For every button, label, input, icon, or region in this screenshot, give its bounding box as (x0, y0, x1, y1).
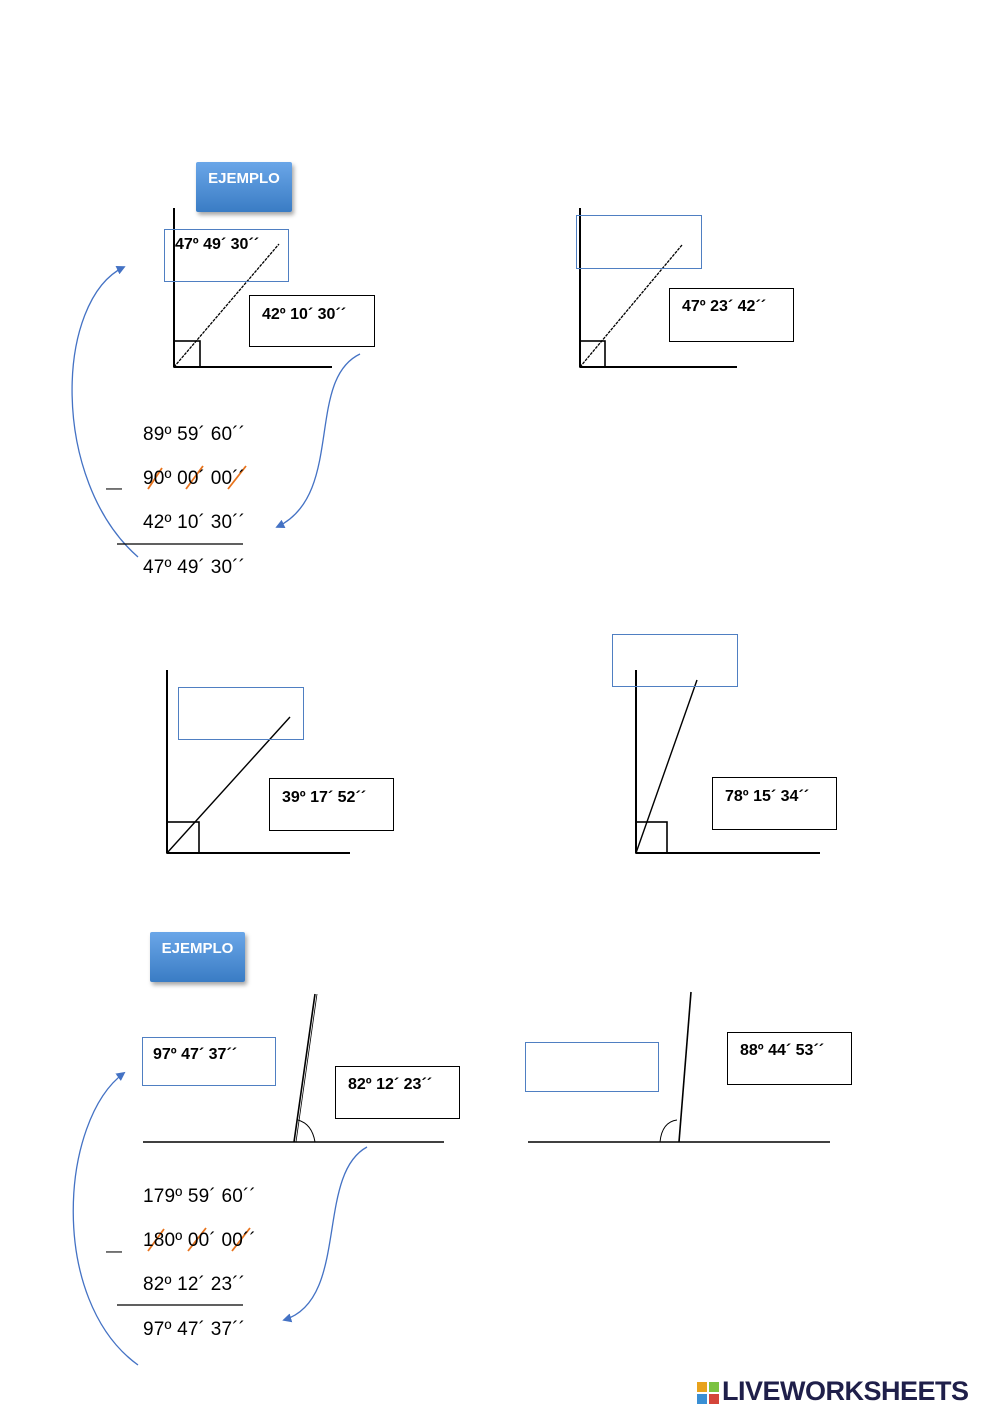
right-angle-figure-2 (579, 208, 737, 368)
calc2-line-minuend: 180º 00´ 00´´ (143, 1230, 257, 1251)
example2-arrow-left (72, 1071, 139, 1366)
strike-marks-2 (147, 1227, 251, 1252)
calc-line-minuend: 90º 00´ 00´´ (143, 468, 246, 489)
right-angle-figure-4 (635, 670, 820, 854)
example-given-angle: 42º 10´ 30´´ (249, 295, 375, 347)
right-angle-figure-3 (166, 670, 350, 854)
liveworksheets-logo-icon (697, 1382, 719, 1404)
example-arrow-left (71, 266, 139, 558)
example2-arrow-right (282, 1146, 368, 1323)
calc2-minus-sign: — (106, 1243, 123, 1260)
given-angle-3: 39º 17´ 52´´ (269, 778, 394, 831)
calc2-line-borrowed: 179º 59´ 60´´ (143, 1186, 257, 1207)
right-angle-figure-example (173, 208, 332, 368)
answer-input-3[interactable] (178, 687, 304, 740)
calc2-line-subtrahend: 82º 12´ 23´´ (143, 1274, 246, 1295)
strike-marks-1 (147, 465, 247, 490)
answer-input-4[interactable] (612, 634, 738, 687)
given-angle-2: 47º 23´ 42´´ (669, 288, 794, 342)
calc-minus-sign: — (106, 480, 123, 497)
answer-input-2[interactable] (576, 215, 702, 269)
straight-angle-figure-example (143, 993, 444, 1143)
example2-answer-label: 97º 47´ 37´´ (142, 1037, 276, 1086)
calc-line-result: 47º 49´ 30´´ (143, 557, 246, 578)
example2-given-angle: 82º 12´ 23´´ (335, 1066, 460, 1119)
given-angle-6: 88º 44´ 53´´ (727, 1032, 852, 1085)
liveworksheets-logo: LIVEWORKSHEETS (722, 1376, 969, 1406)
example-badge-2: EJEMPLO (150, 932, 245, 982)
calc-line-subtrahend: 42º 10´ 30´´ (143, 512, 246, 533)
example-arrow-right (275, 353, 361, 529)
example-answer-label: 47º 49´ 30´´ (164, 229, 289, 282)
example-badge-1: EJEMPLO (196, 162, 292, 212)
straight-angle-figure-2 (528, 991, 830, 1143)
calc-line-borrowed: 89º 59´ 60´´ (143, 424, 246, 445)
calc2-line-result: 97º 47´ 37´´ (143, 1319, 246, 1340)
given-angle-4: 78º 15´ 34´´ (712, 777, 837, 830)
answer-input-6[interactable] (525, 1042, 659, 1092)
